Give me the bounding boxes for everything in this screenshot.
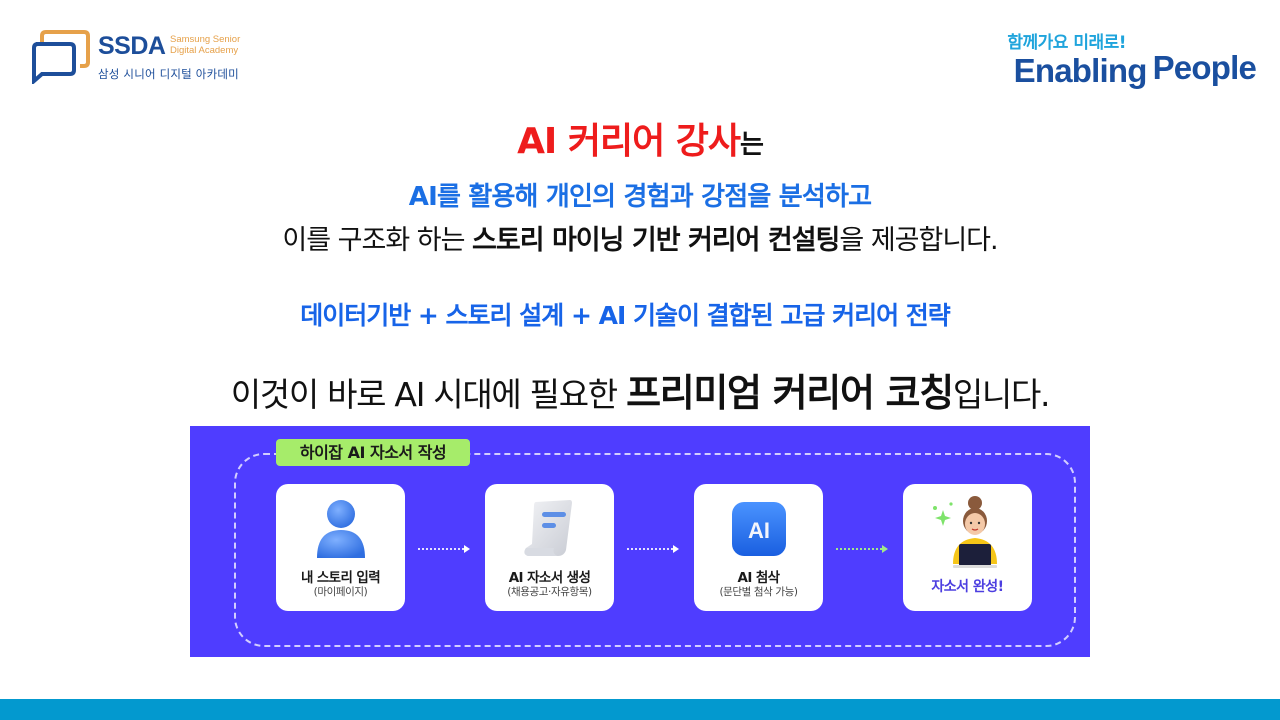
process-tag: 하이잡 AI 자소서 작성 bbox=[276, 439, 470, 466]
ssda-korean-name: 삼성 시니어 디지털 아카데미 bbox=[98, 67, 239, 81]
dashed-frame bbox=[234, 453, 1076, 647]
step-note: (문단별 첨삭 가능) bbox=[719, 586, 798, 598]
description-line-2-suffix: 을 제공합니다. bbox=[839, 225, 998, 256]
flow-arrow-icon bbox=[836, 545, 888, 553]
closing-line: 이것이 바로 AI 시대에 필요한 프리미엄 커리어 코칭입니다. bbox=[0, 362, 1280, 417]
headline-suffix: 는 bbox=[740, 130, 764, 160]
svg-text:AI: AI bbox=[748, 518, 770, 543]
woman-laptop-icon bbox=[903, 494, 1032, 570]
process-banner: 하이잡 AI 자소서 작성 내 스토리 입력 (마이페이지) bbox=[190, 426, 1090, 657]
closing-line-suffix: 입니다. bbox=[952, 375, 1051, 414]
ssda-subtitle-line1: Samsung Senior bbox=[170, 34, 241, 45]
ssda-subtitle-line2: Digital Academy bbox=[170, 45, 239, 56]
description-line-2-prefix: 이를 구조화 하는 bbox=[282, 225, 473, 256]
ai-badge-icon: AI bbox=[694, 496, 823, 562]
ssda-wordmark: SSDA bbox=[98, 32, 166, 60]
closing-line-prefix: 이것이 바로 AI 시대에 필요한 bbox=[230, 375, 627, 414]
slogan-people: People bbox=[1152, 49, 1257, 86]
step-card-ai-review: AI AI 첨삭 (문단별 첨삭 가능) bbox=[694, 484, 823, 611]
step-card-ai-generate: AI 자소서 생성 (채용공고·자유항목) bbox=[485, 484, 614, 611]
description-line-2: 이를 구조화 하는 스토리 마이닝 기반 커리어 컨설팅을 제공합니다. bbox=[0, 218, 1280, 257]
strategy-line: 데이터기반 + 스토리 설계 + AI 기술이 결합된 고급 커리어 전략 bbox=[300, 301, 951, 330]
description-line-2-bold: 스토리 마이닝 기반 커리어 컨설팅 bbox=[472, 225, 840, 256]
step-note: (채용공고·자유항목) bbox=[507, 586, 592, 598]
step-card-complete: 자소서 완성! bbox=[903, 484, 1032, 611]
person-icon bbox=[276, 496, 405, 562]
slogan-enabling: Enabling bbox=[1013, 52, 1148, 89]
closing-line-bold: 프리미엄 커리어 코칭 bbox=[626, 371, 954, 415]
description-line-1: AI를 활용해 개인의 경험과 강점을 분석하고 bbox=[408, 182, 872, 212]
headline-emphasis: AI 커리어 강사 bbox=[517, 121, 741, 162]
step-card-story-input: 내 스토리 입력 (마이페이지) bbox=[276, 484, 405, 611]
ssda-logo: SSDA Samsung Senior Digital Academy 삼성 시… bbox=[28, 28, 268, 84]
document-icon bbox=[485, 496, 614, 562]
step-title: AI 자소서 생성 bbox=[508, 570, 591, 586]
step-title-complete: 자소서 완성! bbox=[931, 579, 1004, 595]
bottom-bar bbox=[0, 699, 1280, 720]
headline: AI 커리어 강사는 bbox=[0, 112, 1280, 164]
step-title: 내 스토리 입력 bbox=[300, 570, 381, 586]
slogan-korean: 함께가요 미래로! bbox=[1007, 33, 1126, 53]
step-note: (마이페이지) bbox=[313, 586, 368, 598]
flow-arrow-icon bbox=[418, 545, 470, 553]
step-title: AI 첨삭 bbox=[737, 570, 780, 586]
speech-bubbles-icon bbox=[32, 30, 90, 84]
flow-arrow-icon bbox=[627, 545, 679, 553]
ssda-subtitle: Samsung Senior Digital Academy bbox=[170, 34, 240, 56]
